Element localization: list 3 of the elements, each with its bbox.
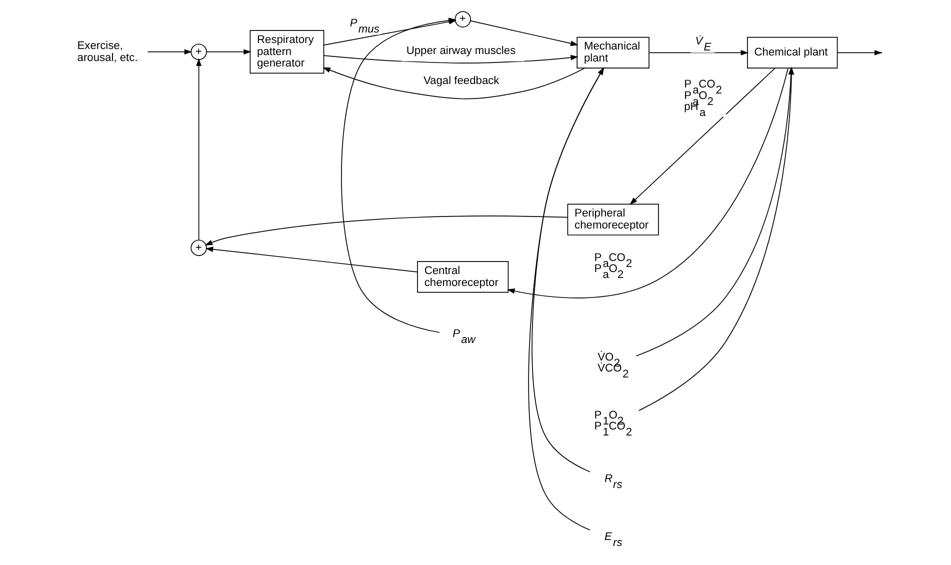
- node-text: Exercise, arousal, etc.: [76, 40, 138, 64]
- edge-label: Upper airway muscles: [406, 44, 516, 57]
- edge-label: Vagal feedback: [422, 74, 499, 87]
